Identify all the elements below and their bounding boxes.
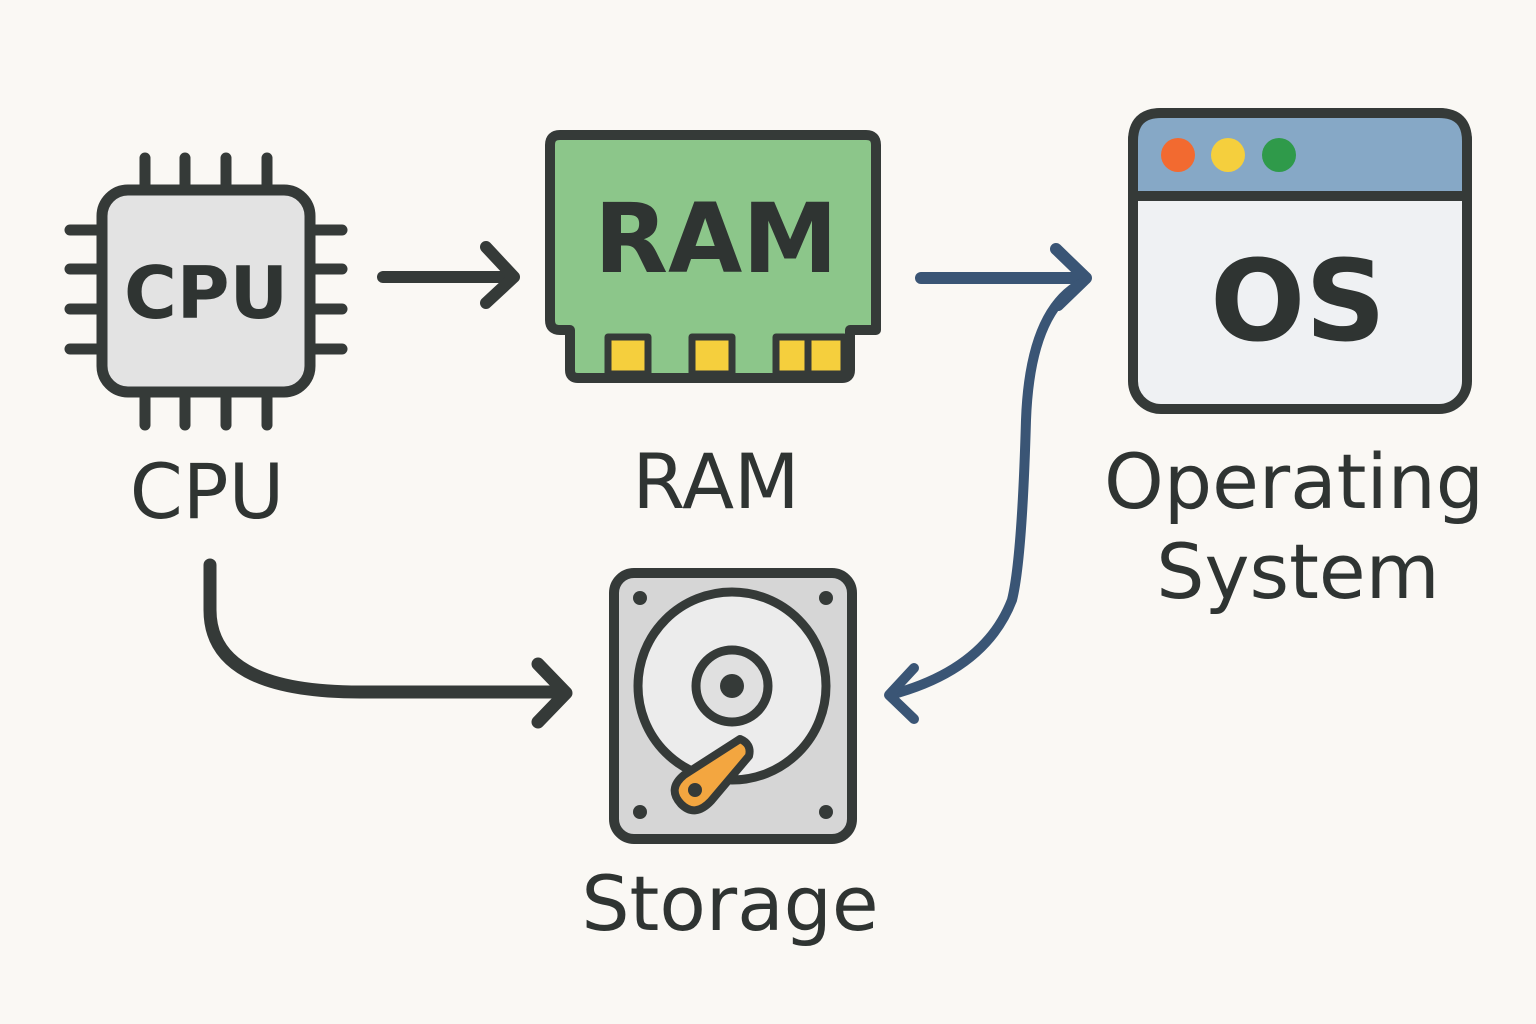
cpu-node: CPU CPU (64, 152, 348, 536)
screw-icon (819, 591, 833, 605)
hard-drive-icon (609, 568, 857, 844)
cpu-chip-text: CPU (124, 251, 288, 335)
os-window-icon (1128, 108, 1472, 414)
minimize-dot (1211, 138, 1245, 172)
ram-label: RAM (632, 437, 799, 526)
screw-icon (633, 591, 647, 605)
cpu-chip-icon (64, 152, 348, 431)
storage-label: Storage (581, 859, 878, 948)
arrow-cpu-to-ram (377, 241, 520, 309)
storage-node: Storage (581, 568, 879, 948)
arrow-cpu-to-storage (203, 558, 573, 729)
os-window-text: OS (1210, 237, 1386, 367)
ram-chip-text: RAM (594, 183, 838, 295)
screw-icon (819, 805, 833, 819)
os-label-line2: System (1156, 527, 1439, 616)
os-node: OS Operating System (1104, 108, 1484, 616)
ram-node: RAM RAM (545, 130, 881, 526)
screw-icon (633, 805, 647, 819)
arrow-os-to-storage (884, 278, 1087, 724)
maximize-dot (1262, 138, 1296, 172)
close-dot (1161, 138, 1195, 172)
cpu-label: CPU (130, 447, 285, 536)
os-label-line1: Operating (1104, 437, 1484, 526)
ram-module-icon (545, 130, 881, 383)
